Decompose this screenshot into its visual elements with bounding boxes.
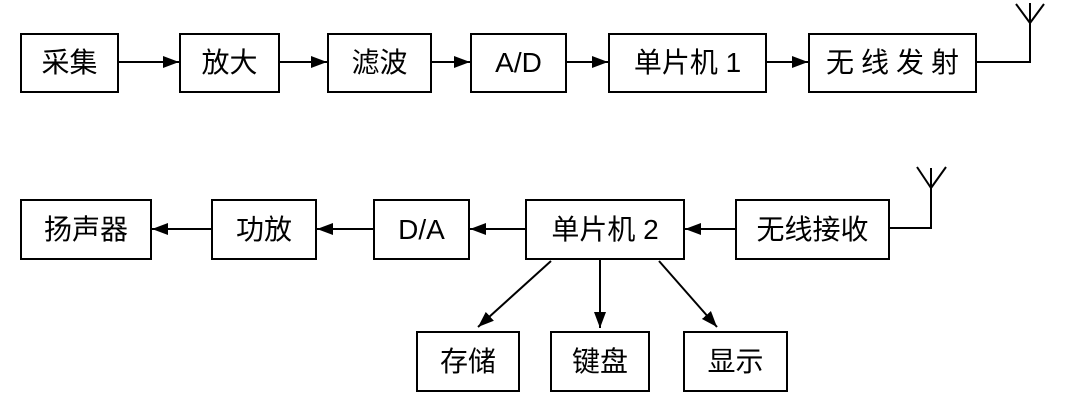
block-storage: 存储 xyxy=(416,331,520,392)
block-amplifier: 放大 xyxy=(179,33,280,93)
block-adc: A/D xyxy=(470,33,567,93)
block-power-amp: 功放 xyxy=(211,199,317,260)
arrow-mcu2-storage xyxy=(477,260,552,328)
block-mcu2: 单片机 2 xyxy=(525,199,685,260)
block-rf-transmit: 无线发射 xyxy=(808,33,977,93)
block-acquisition: 采集 xyxy=(20,33,119,93)
transmit-antenna-icon xyxy=(977,3,1045,63)
block-rf-receive: 无线接收 xyxy=(735,199,890,260)
receive-antenna-icon xyxy=(890,166,947,229)
block-keyboard: 键盘 xyxy=(550,331,650,392)
block-display: 显示 xyxy=(683,331,788,392)
arrow-mcu2-display xyxy=(658,260,718,328)
block-dac: D/A xyxy=(373,199,470,260)
block-mcu1: 单片机 1 xyxy=(608,33,767,93)
block-filter: 滤波 xyxy=(327,33,432,93)
block-speaker: 扬声器 xyxy=(20,199,152,260)
